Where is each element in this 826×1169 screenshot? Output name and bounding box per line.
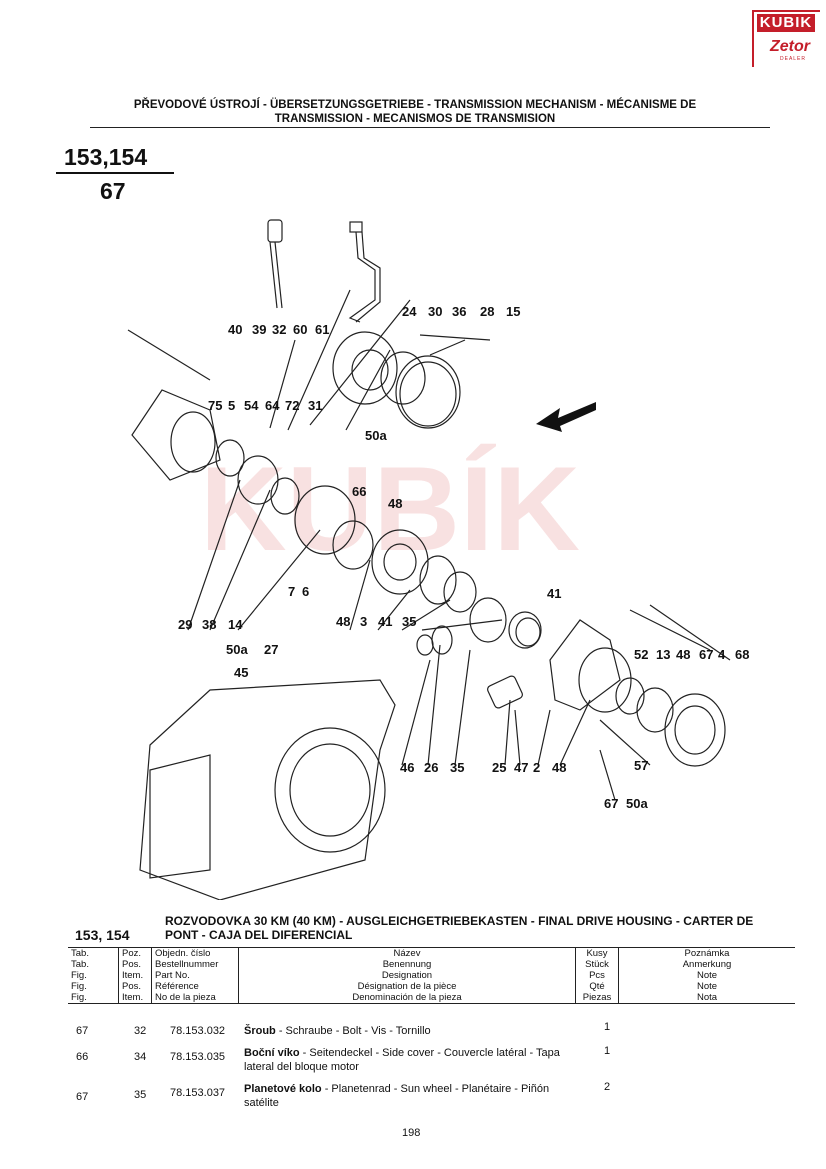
- row-pos: 32: [134, 1025, 147, 1037]
- header-divider: [90, 127, 770, 128]
- callout-39: 39: [252, 322, 266, 337]
- section-title: ROZVODOVKA 30 KM (40 KM) - AUSGLEICHGETR…: [165, 914, 754, 942]
- callout-52: 52: [634, 647, 648, 662]
- col-tab: Tab.Tab.Fig.Fig.Fig.: [68, 947, 119, 1004]
- row-tab: 66: [76, 1051, 89, 1063]
- callout-67: 67: [604, 796, 618, 811]
- logo-frame: [752, 10, 820, 67]
- callout-26: 26: [424, 760, 438, 775]
- callout-15: 15: [506, 304, 520, 319]
- callout-46: 46: [400, 760, 414, 775]
- callout-36: 36: [452, 304, 466, 319]
- callout-66: 66: [352, 484, 366, 499]
- tab-number: 67: [100, 178, 126, 204]
- row-name: Boční víko - Seitendeckel - Side cover -…: [244, 1047, 560, 1073]
- direction-arrow-icon: [536, 402, 596, 432]
- row-pos: 35: [134, 1089, 147, 1101]
- callout-45: 45: [234, 665, 248, 680]
- row-qty: 2: [604, 1081, 611, 1093]
- row-name: Šroub - Schraube - Bolt - Vis - Tornillo: [244, 1025, 431, 1037]
- callout-2: 2: [533, 760, 540, 775]
- callout-48: 48: [676, 647, 690, 662]
- callout-14: 14: [228, 617, 243, 632]
- row-tab: 67: [76, 1025, 89, 1037]
- callout-13: 13: [656, 647, 670, 662]
- callout-38: 38: [202, 617, 216, 632]
- callout-25: 25: [492, 760, 506, 775]
- callout-3: 3: [360, 614, 367, 629]
- row-pos: 34: [134, 1051, 147, 1063]
- callout-32: 32: [272, 322, 286, 337]
- row-part: 78.153.037: [170, 1087, 226, 1099]
- callout-48: 48: [388, 496, 402, 511]
- callout-31: 31: [308, 398, 322, 413]
- callout-4: 4: [718, 647, 726, 662]
- callout-72: 72: [285, 398, 299, 413]
- callout-48: 48: [552, 760, 566, 775]
- callout-6: 6: [302, 584, 309, 599]
- row-part: 78.153.035: [170, 1051, 226, 1063]
- callout-40: 40: [228, 322, 242, 337]
- row-tab: 67: [76, 1091, 89, 1103]
- parts-table-header: Tab.Tab.Fig.Fig.Fig. Poz.Pos.Item.Pos.It…: [68, 947, 795, 1004]
- callout-50a: 50a: [626, 796, 648, 811]
- callout-29: 29: [178, 617, 192, 632]
- callout-60: 60: [293, 322, 307, 337]
- watermark: KUBÍK: [200, 442, 580, 576]
- tab-divider: [56, 172, 174, 174]
- callout-64: 64: [265, 398, 280, 413]
- callout-75: 75: [208, 398, 222, 413]
- row-part: 78.153.032: [170, 1025, 226, 1037]
- logo-subtitle: DEALER: [780, 56, 807, 62]
- kubik-logo: KUBIK: [757, 14, 815, 32]
- callout-41: 41: [378, 614, 392, 629]
- row-name: Planetové kolo - Planetenrad - Sun wheel…: [244, 1083, 550, 1109]
- row-qty: 1: [604, 1021, 611, 1033]
- callout-30: 30: [428, 304, 442, 319]
- callout-61: 61: [315, 322, 329, 337]
- callout-5: 5: [228, 398, 235, 413]
- callout-35: 35: [450, 760, 464, 775]
- zetor-logo: Zetor: [770, 38, 810, 55]
- callout-28: 28: [480, 304, 494, 319]
- callout-35: 35: [402, 614, 416, 629]
- callout-41: 41: [547, 586, 561, 601]
- callout-67: 67: [699, 647, 713, 662]
- page-title: PŘEVODOVÉ ÚSTROJÍ - ÜBERSETZUNGSGETRIEBE…: [133, 99, 697, 125]
- callout-50a: 50a: [226, 642, 248, 657]
- col-pos: Poz.Pos.Item.Pos.Item.: [118, 947, 152, 1004]
- callout-27: 27: [264, 642, 278, 657]
- tab-models: 153,154: [64, 144, 148, 170]
- callout-68: 68: [735, 647, 749, 662]
- callout-24: 24: [402, 304, 417, 319]
- callout-50a: 50a: [365, 428, 387, 443]
- row-qty: 1: [604, 1045, 611, 1057]
- section-tab: 153, 154: [75, 927, 130, 943]
- callout-47: 47: [514, 760, 528, 775]
- callout-54: 54: [244, 398, 259, 413]
- callout-57: 57: [634, 758, 648, 773]
- callout-7: 7: [288, 584, 295, 599]
- callout-48: 48: [336, 614, 350, 629]
- exploded-diagram: KUBÍK: [127, 219, 749, 900]
- page-number: 198: [402, 1127, 421, 1139]
